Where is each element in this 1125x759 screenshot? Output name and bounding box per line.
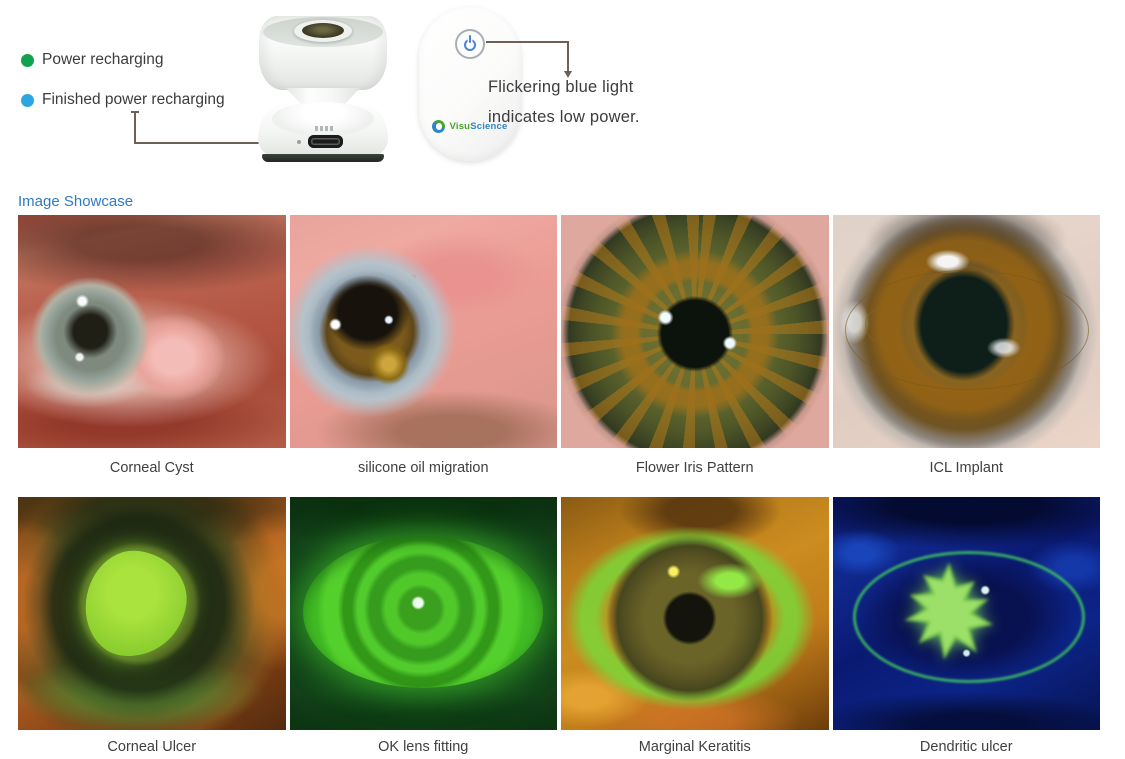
handheld-device-image: VisuScience <box>419 7 521 161</box>
photo-caption: Flower Iris Pattern <box>635 460 754 476</box>
section-title-image-showcase: Image Showcase <box>18 193 134 210</box>
photo-caption: OK lens fitting <box>378 739 469 755</box>
showcase-card: Corneal Ulcer <box>18 497 286 759</box>
showcase-card: Dendritic ulcer <box>832 497 1100 759</box>
dock-led-indicator <box>297 140 301 144</box>
showcase-row-2: Corneal Ulcer OK lens fitting Marginal K… <box>18 497 1100 759</box>
corneal-ulcer-photo <box>18 497 286 730</box>
dendritic-lesion-shape <box>903 562 993 660</box>
showcase-card: Marginal Keratitis <box>561 497 829 759</box>
fluorescein-rim-outline <box>852 551 1085 683</box>
note-line-vertical <box>567 41 569 72</box>
photo-caption: Corneal Cyst <box>109 460 194 476</box>
finished-recharging-status-dot <box>21 94 34 107</box>
legend-label-power-recharging: Power recharging <box>42 51 164 68</box>
dock-print-marks <box>315 126 333 131</box>
usb-c-port-icon <box>308 135 343 148</box>
brand-name: VisuScience <box>449 121 507 132</box>
flower-iris-pattern-photo <box>561 215 829 448</box>
showcase-card: OK lens fitting <box>289 497 557 759</box>
dock-foot-ring <box>262 154 384 162</box>
note-arrow-down-icon <box>563 71 572 78</box>
power-button <box>455 29 485 59</box>
brand-name-part1: Visu <box>449 121 471 132</box>
silicone-oil-migration-photo <box>289 215 557 448</box>
showcase-card: silicone oil migration <box>289 215 557 497</box>
photo-caption: Corneal Ulcer <box>107 739 197 755</box>
dendritic-ulcer-photo <box>832 497 1100 730</box>
icl-lens-outline <box>844 270 1089 390</box>
charging-dock-image <box>258 4 390 162</box>
low-power-note-line1: Flickering blue light <box>488 78 634 96</box>
ok-lens-fitting-photo <box>289 497 557 730</box>
note-line-horizontal <box>486 41 568 43</box>
showcase-card: Corneal Cyst <box>18 215 286 497</box>
legend-label-finished-recharging: Finished power recharging <box>42 91 225 108</box>
photo-caption: Dendritic ulcer <box>919 739 1013 755</box>
showcase-card: Flower Iris Pattern <box>561 215 829 497</box>
brand-logo: VisuScience <box>419 120 521 133</box>
ulcer-stain-blob <box>79 545 193 663</box>
showcase-row-1: Corneal Cyst silicone oil migration Flow… <box>18 215 1100 497</box>
dock-lens-icon <box>302 23 344 38</box>
photo-caption: ICL Implant <box>929 460 1004 476</box>
low-power-note-line2: indicates low power. <box>488 108 640 126</box>
power-recharging-status-dot <box>21 54 34 67</box>
callout-line-vertical <box>134 112 136 143</box>
ok-lens-rings <box>302 536 543 688</box>
power-icon-bar <box>468 35 472 43</box>
marginal-keratitis-photo <box>561 497 829 730</box>
callout-line-horizontal <box>134 142 285 144</box>
showcase-card: ICL Implant <box>832 215 1100 497</box>
icl-haptic-circle <box>864 307 901 343</box>
brand-name-part2: Science <box>470 121 508 132</box>
photo-caption: silicone oil migration <box>357 460 489 476</box>
callout-line-tick <box>131 111 139 113</box>
corneal-cyst-photo <box>18 215 286 448</box>
photo-caption: Marginal Keratitis <box>638 739 751 755</box>
visuscience-logo-icon <box>432 120 446 133</box>
icl-implant-photo <box>832 215 1100 448</box>
